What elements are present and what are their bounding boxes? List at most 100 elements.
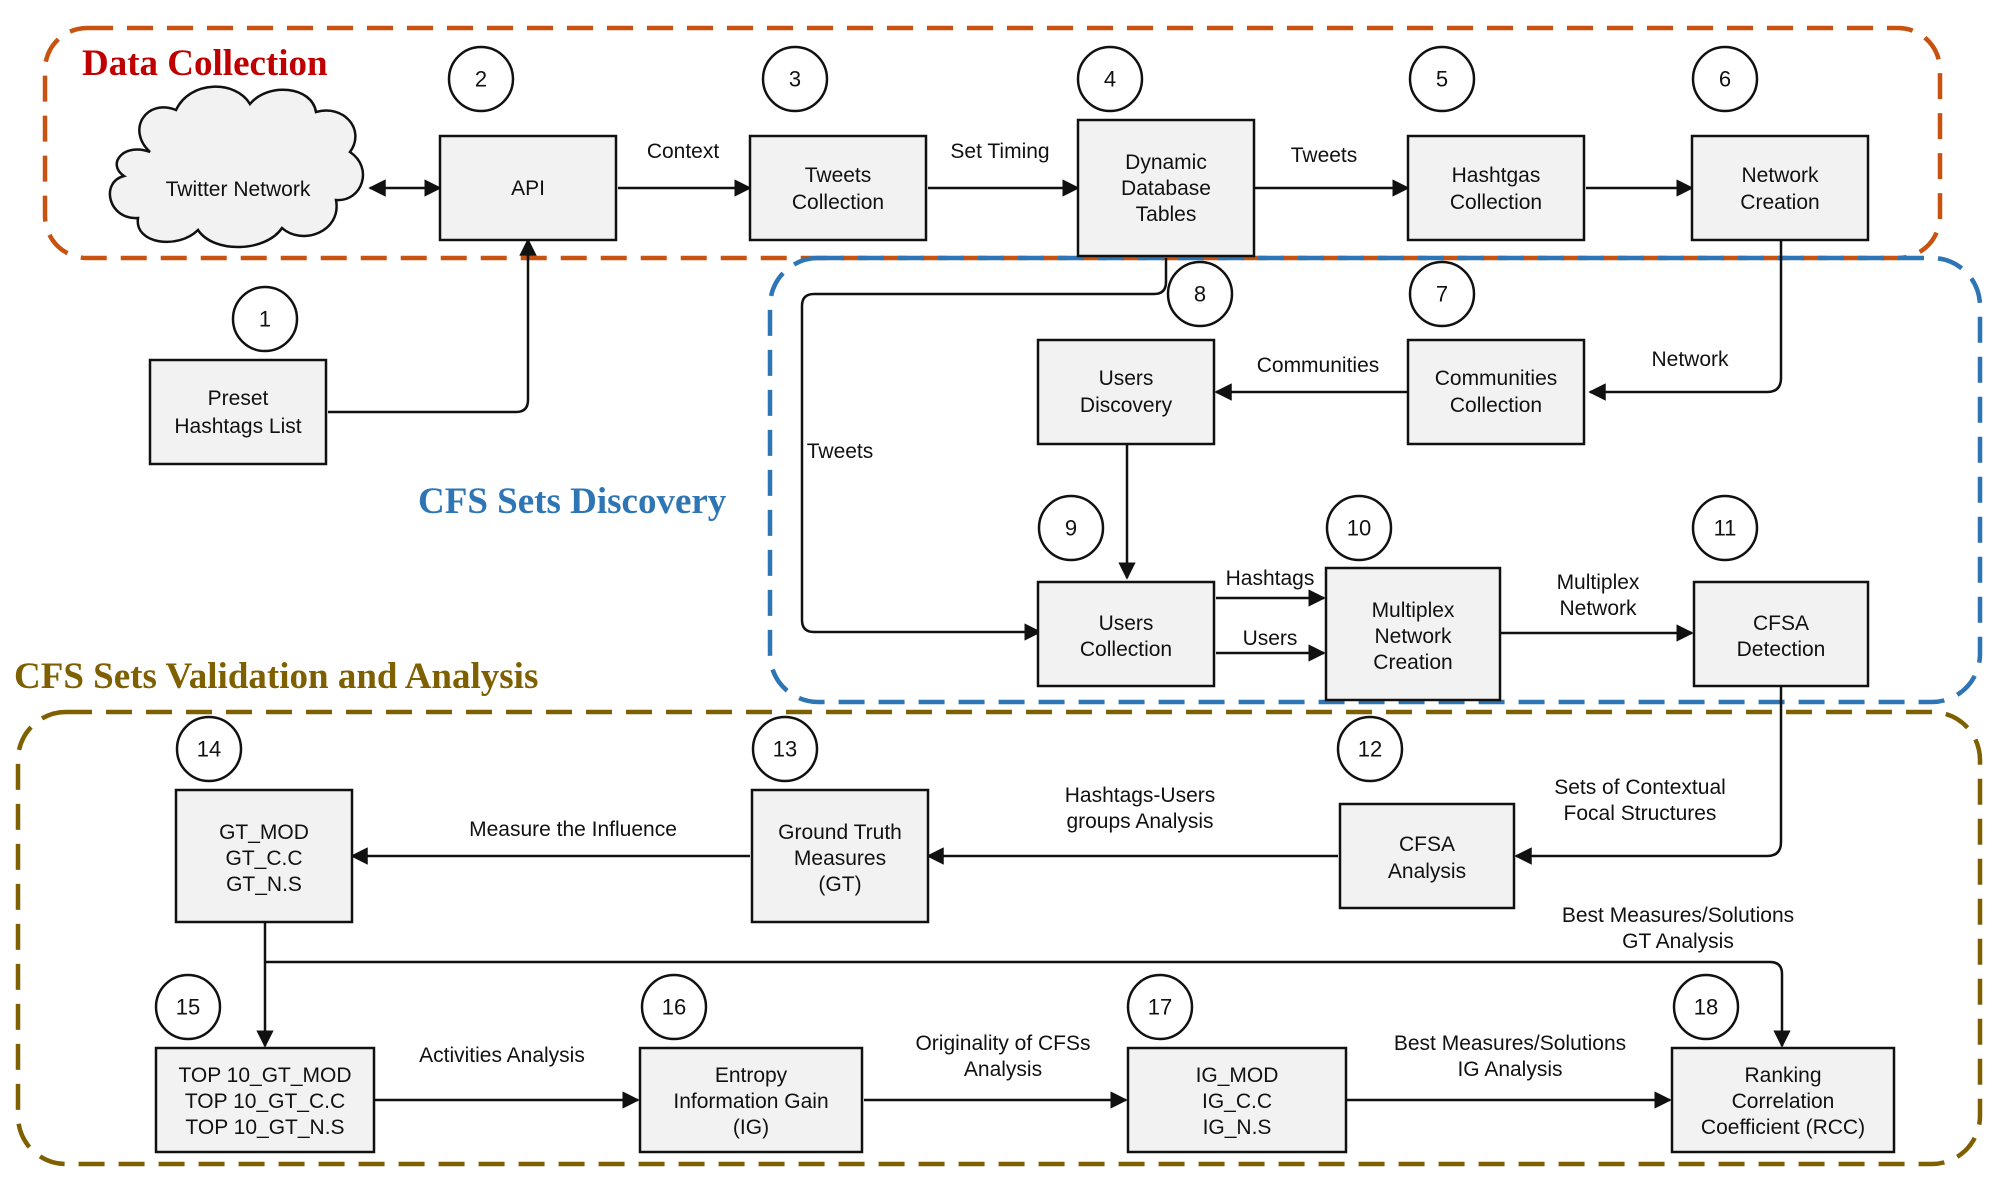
sets-contextual-label-2: Focal Structures xyxy=(1564,802,1717,825)
hashtags-label: Hashtags xyxy=(1226,567,1315,590)
ranking-correlation-node: Ranking Correlation Coefficient (RCC) xyxy=(1670,1046,1896,1154)
data-collection-title: Data Collection xyxy=(82,43,328,84)
network-connector xyxy=(1588,240,1783,401)
step-3-text: 3 xyxy=(789,67,801,92)
set-timing-label: Set Timing xyxy=(950,140,1049,163)
measure-influence-label: Measure the Influence xyxy=(469,818,677,841)
rcc-text-2: Correlation xyxy=(1732,1090,1835,1113)
twitter-network-cloud xyxy=(108,85,365,249)
sets-contextual-connector xyxy=(1514,686,1783,865)
communities-collection-text-1: Communities xyxy=(1435,367,1558,390)
dynamic-db-text-1: Dynamic xyxy=(1125,151,1207,174)
communities-label: Communities xyxy=(1257,354,1380,377)
cfs-validation-title: CFS Sets Validation and Analysis xyxy=(14,656,538,697)
context-label: Context xyxy=(647,140,720,163)
step-5-text: 5 xyxy=(1436,67,1448,92)
tweets-side-label: Tweets xyxy=(807,440,874,463)
step-1-text: 1 xyxy=(259,307,271,332)
gt-measures-text-2: GT_C.C xyxy=(225,847,302,870)
users-collection-node: Users Collection xyxy=(1036,580,1216,688)
ig-measures-text-2: IG_C.C xyxy=(1202,1090,1272,1113)
best-ig-label-2: IG Analysis xyxy=(1457,1058,1562,1081)
top10-text-1: TOP 10_GT_MOD xyxy=(178,1064,351,1087)
top10-text-2: TOP 10_GT_C.C xyxy=(185,1090,345,1113)
ig-measures-text-1: IG_MOD xyxy=(1196,1064,1279,1087)
step-6-text: 6 xyxy=(1719,67,1731,92)
top10-node: TOP 10_GT_MOD TOP 10_GT_C.C TOP 10_GT_N.… xyxy=(154,1046,376,1154)
cfs-validation-region xyxy=(15,709,1983,1167)
step-12-text: 12 xyxy=(1358,737,1382,762)
dynamic-db-text-2: Database xyxy=(1121,177,1211,200)
communities-collection-node: Communities Collection xyxy=(1406,338,1586,446)
step-4-text: 4 xyxy=(1104,67,1116,92)
preset-to-api-connector xyxy=(328,238,537,414)
entropy-information-gain-node: Entropy Information Gain (IG) xyxy=(638,1046,864,1154)
step-18-marker: 18 xyxy=(1672,973,1740,1041)
cfs-discovery-title: CFS Sets Discovery xyxy=(418,481,727,522)
gt-measures-node: GT_MOD GT_C.C GT_N.S xyxy=(174,788,354,924)
tweets-collection-text-2: Collection xyxy=(792,191,884,214)
multiplex-creation-text-3: Creation xyxy=(1373,651,1452,674)
dynamic-db-text-3: Tables xyxy=(1136,203,1197,226)
ground-truth-measures-node: Ground Truth Measures (GT) xyxy=(750,788,930,924)
best-gt-label-2: GT Analysis xyxy=(1622,930,1734,953)
entropy-text-3: (IG) xyxy=(733,1116,769,1139)
step-18-text: 18 xyxy=(1694,995,1718,1020)
ig-measures-node: IG_MOD IG_C.C IG_N.S xyxy=(1126,1046,1348,1154)
users-collection-text-1: Users xyxy=(1099,612,1154,635)
best-gt-label-1: Best Measures/Solutions xyxy=(1562,904,1794,927)
tweets-top-label: Tweets xyxy=(1291,144,1358,167)
step-11-text: 11 xyxy=(1714,516,1737,541)
cfsa-analysis-text-2: Analysis xyxy=(1388,860,1466,883)
step-7-text: 7 xyxy=(1436,282,1448,307)
step-15-marker: 15 xyxy=(154,973,222,1041)
network-creation-text-2: Creation xyxy=(1740,191,1819,214)
twitter-network-label: Twitter Network xyxy=(166,178,311,201)
network-creation-node: Network Creation xyxy=(1690,134,1870,242)
step-5-marker: 5 xyxy=(1408,45,1476,113)
best-gt-connector xyxy=(265,960,1791,1048)
data-collection-region xyxy=(42,25,1943,261)
ig-measures-text-3: IG_N.S xyxy=(1203,1116,1272,1139)
multiplex-creation-text-2: Network xyxy=(1374,625,1452,648)
step-2-marker: 2 xyxy=(447,45,515,113)
preset-text-2: Hashtags List xyxy=(174,415,301,438)
hashtags-users-label-2: groups Analysis xyxy=(1066,810,1213,833)
api-text-1: API xyxy=(511,177,545,200)
multiplex-network-label-1: Multiplex xyxy=(1557,571,1640,594)
cfsa-analysis-node: CFSA Analysis xyxy=(1338,802,1516,910)
step-17-text: 17 xyxy=(1148,995,1172,1020)
rcc-text-3: Coefficient (RCC) xyxy=(1701,1116,1865,1139)
dynamic-database-node: Dynamic Database Tables xyxy=(1076,118,1256,258)
cfsa-detection-node: CFSA Detection xyxy=(1692,580,1870,688)
gt-measures-text-3: GT_N.S xyxy=(226,873,302,896)
step-3-marker: 3 xyxy=(761,45,829,113)
step-11-marker: 11 xyxy=(1691,494,1759,562)
step-14-marker: 14 xyxy=(175,715,243,783)
entropy-text-1: Entropy xyxy=(715,1064,788,1087)
activities-label: Activities Analysis xyxy=(419,1044,585,1067)
communities-collection-text-2: Collection xyxy=(1450,394,1542,417)
step-4-marker: 4 xyxy=(1076,45,1144,113)
network-label: Network xyxy=(1651,348,1729,371)
network-creation-text-1: Network xyxy=(1741,164,1819,187)
step-1-marker: 1 xyxy=(231,285,299,353)
step-10-text: 10 xyxy=(1347,516,1371,541)
step-17-marker: 17 xyxy=(1126,973,1194,1041)
users-collection-text-2: Collection xyxy=(1080,638,1172,661)
ground-truth-text-1: Ground Truth xyxy=(778,821,902,844)
step-12-marker: 12 xyxy=(1336,715,1404,783)
multiplex-network-label-2: Network xyxy=(1559,597,1637,620)
tweets-collection-node: Tweets Collection xyxy=(748,134,928,242)
hashtags-collection-text-1: Hashtgas xyxy=(1452,164,1541,187)
ground-truth-text-2: Measures xyxy=(794,847,886,870)
step-13-marker: 13 xyxy=(751,715,819,783)
tweets-collection-text-1: Tweets xyxy=(805,164,872,187)
preset-hashtags-node: Preset Hashtags List xyxy=(148,358,328,466)
users-discovery-node: Users Discovery xyxy=(1036,338,1216,446)
cfsa-detection-text-2: Detection xyxy=(1737,638,1826,661)
step-16-marker: 16 xyxy=(640,973,708,1041)
preset-text-1: Preset xyxy=(208,387,269,410)
users-discovery-text-1: Users xyxy=(1099,367,1154,390)
cfsa-detection-text-1: CFSA xyxy=(1753,612,1809,635)
